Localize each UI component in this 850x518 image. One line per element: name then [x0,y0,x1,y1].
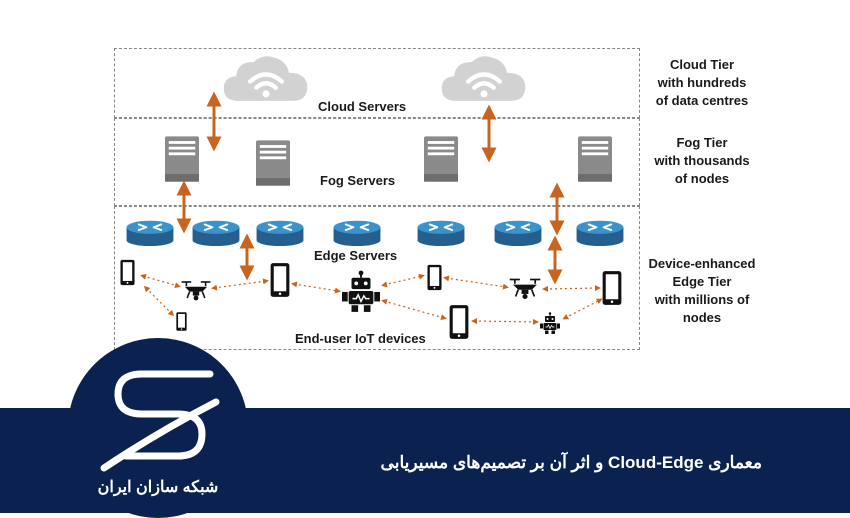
fog-tier-description: Fog Tier with thousands of nodes [607,134,797,188]
tier-desc-line: of data centres [655,93,749,108]
fog-tier-region [114,118,640,206]
tier-desc-line: with thousands [654,153,750,168]
smartphone-icon [270,263,290,297]
server-icon [256,140,290,186]
router-icon [333,219,381,246]
tier-desc-line: with hundreds [657,75,747,90]
tier-link-arrows [176,91,565,285]
smartphone-icon [176,312,187,331]
banner-title: معماری Cloud-Edge و اثر آن بر تصمیم‌های … [380,453,762,472]
device-link-lines [140,273,603,325]
cloud-icon [224,56,308,101]
fog-servers-label: Fog Servers [320,173,396,188]
server-icon [165,136,199,182]
tier-desc-line: of nodes [674,171,730,186]
edge-servers-label: Edge Servers [314,248,398,263]
logo-badge [68,338,248,518]
server-icon [424,136,458,182]
tier-desc-line: with millions of [654,292,750,307]
drone-icon [180,281,212,302]
robot-icon [540,311,560,335]
edge-tier-region [114,206,640,350]
router-icon [494,219,542,246]
router-icon [256,219,304,246]
cloud-servers-label: Cloud Servers [318,99,407,114]
tier-desc-line: nodes [682,310,722,325]
router-icon [576,219,624,246]
smartphone-icon [449,305,469,339]
cloud-tier-region [114,48,640,118]
robot-icon [342,270,380,312]
smartphone-icon [120,259,135,286]
edge-tier-description: Device-enhanced Edge Tier with millions … [607,255,797,327]
tier-desc-line: Edge Tier [672,274,732,289]
cloud-icon [442,56,526,101]
cloud-tier-description: Cloud Tier with hundreds of data centres [607,56,797,110]
tier-desc-line: Device-enhanced [648,256,756,271]
drone-icon [508,278,542,300]
router-icon [192,219,240,246]
router-icon [126,219,174,246]
brand-logo-icon [100,370,220,472]
iot-devices-label: End-user IoT devices [295,331,426,346]
brand-logo-text: شبکه سازان ایران [97,479,219,496]
smartphone-icon [427,264,442,291]
tier-desc-line: Cloud Tier [669,57,735,72]
tier-desc-line: Fog Tier [676,135,728,150]
router-icon [417,219,465,246]
